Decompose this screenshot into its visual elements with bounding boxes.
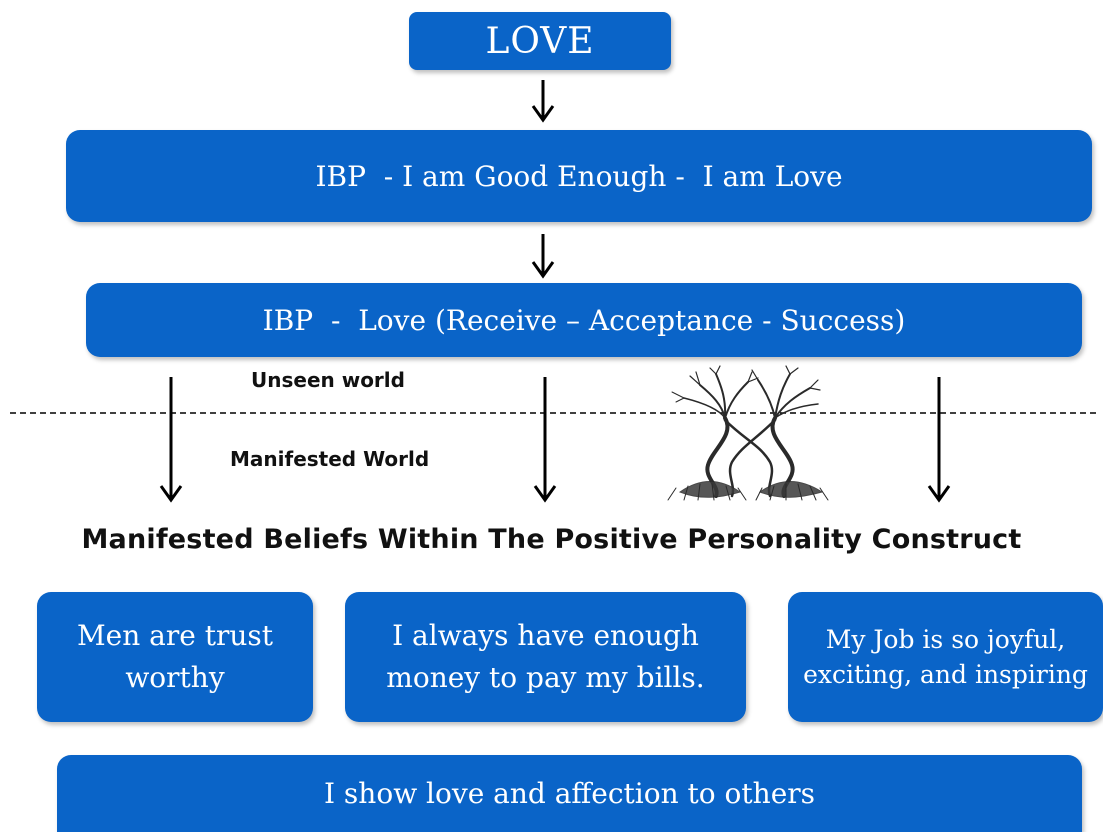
arrow-ibp-to-ibp-love — [531, 234, 555, 279]
ibp-good-enough-label: IBP - I am Good Enough - I am Love — [315, 159, 843, 193]
arrow-left-down — [159, 377, 183, 503]
intertwined-trees-icon — [667, 365, 829, 501]
belief-text-men: Men are trust worthy — [76, 619, 273, 694]
manifested-beliefs-heading: Manifested Beliefs Within The Positive P… — [81, 524, 1022, 555]
manifested-world-label: Manifested World — [230, 447, 430, 471]
belief-text-money: I always have enough money to pay my bil… — [386, 619, 705, 694]
show-love-label: I show love and affection to others — [323, 777, 816, 810]
belief-box-money: I always have enough money to pay my bil… — [345, 592, 746, 722]
belief-text-job: My Job is so joyful, exciting, and inspi… — [803, 625, 1088, 689]
ibp-love-box: IBP - Love (Receive – Acceptance - Succe… — [86, 283, 1082, 357]
arrow-right-down — [927, 377, 951, 503]
ibp-good-enough-box: IBP - I am Good Enough - I am Love — [66, 130, 1092, 222]
arrow-center-down — [533, 377, 557, 503]
arrow-love-to-ibp — [531, 80, 555, 123]
ibp-love-label: IBP - Love (Receive – Acceptance - Succe… — [262, 303, 906, 337]
belief-box-men: Men are trust worthy — [37, 592, 313, 722]
show-love-box: I show love and affection to others — [57, 755, 1082, 832]
love-box-label: LOVE — [485, 20, 595, 62]
unseen-world-label: Unseen world — [251, 368, 405, 392]
belief-box-job: My Job is so joyful, exciting, and inspi… — [788, 592, 1103, 722]
love-box: LOVE — [409, 12, 671, 70]
